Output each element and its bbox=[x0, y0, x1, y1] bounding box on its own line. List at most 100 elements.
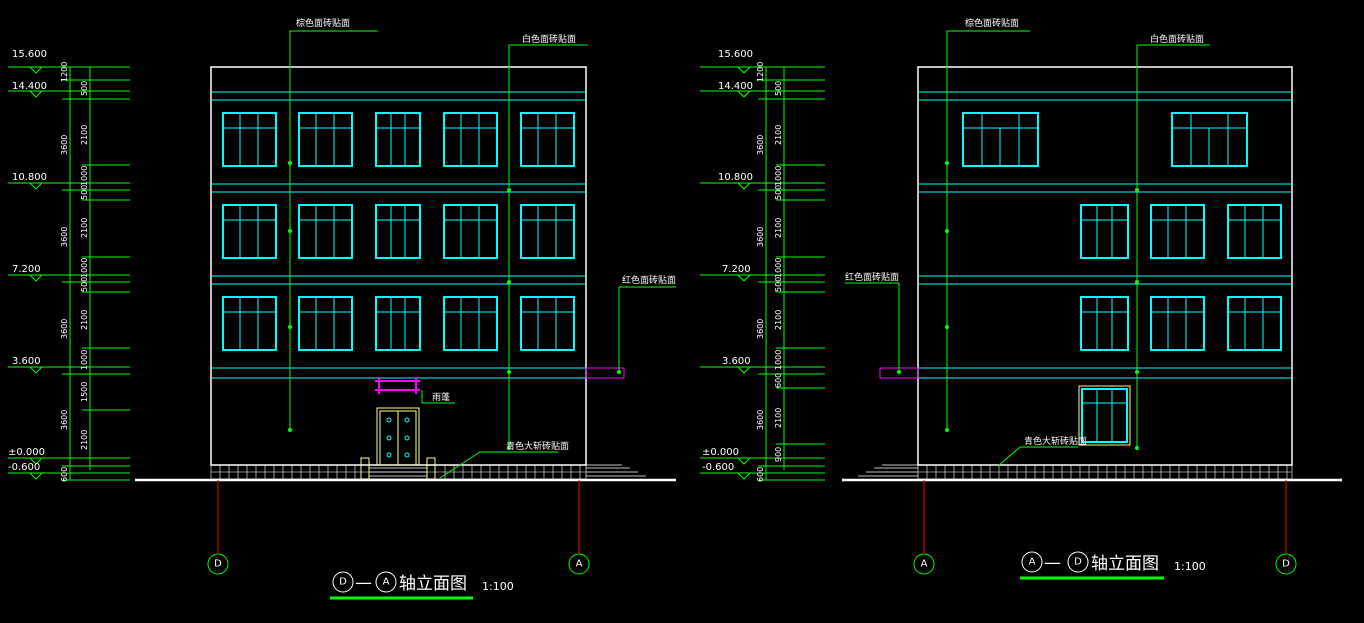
right-dimension-chain bbox=[758, 66, 825, 481]
dim-label: 1200 bbox=[60, 62, 69, 82]
axis-bubble-label: A bbox=[576, 559, 583, 570]
right-axis-bubbles bbox=[913, 553, 1297, 575]
left-drawing-title: D — A 轴立面图 1:100 bbox=[330, 571, 514, 600]
title-axis-label: A bbox=[383, 577, 390, 588]
title-dash: — bbox=[355, 573, 372, 593]
elevation-label: 15.600 bbox=[718, 49, 753, 60]
right-building-outline bbox=[917, 66, 1293, 466]
left-elevation: 15.600 14.400 10.800 7.200 3.600 ±0.000 … bbox=[8, 17, 676, 600]
dim-label: 500 bbox=[774, 81, 783, 96]
dim-label: 3600 bbox=[60, 227, 69, 247]
window bbox=[222, 204, 277, 259]
elevation-label: 3.600 bbox=[722, 356, 751, 367]
left-building-outline bbox=[210, 66, 587, 466]
window bbox=[1078, 385, 1131, 446]
axis-bubble-label: D bbox=[214, 559, 222, 570]
dim-label: 3600 bbox=[60, 135, 69, 155]
window bbox=[962, 112, 1039, 167]
right-drawing-title: A — D 轴立面图 1:100 bbox=[1020, 551, 1206, 580]
dim-label: 3600 bbox=[756, 410, 765, 430]
red-tile-band bbox=[585, 367, 625, 379]
dim-label: 1000 bbox=[80, 258, 89, 278]
dim-label: 2100 bbox=[774, 125, 783, 145]
window bbox=[1227, 296, 1282, 351]
window bbox=[375, 112, 421, 167]
dim-label: 1000 bbox=[80, 350, 89, 370]
window bbox=[520, 112, 575, 167]
dim-label: 3600 bbox=[756, 319, 765, 339]
right-dimension-labels: 1200 500 3600 2100 1000 500 3600 2100 10… bbox=[756, 62, 783, 482]
elevation-label: 7.200 bbox=[722, 264, 751, 275]
window bbox=[1150, 204, 1205, 259]
dim-label: 2100 bbox=[774, 310, 783, 330]
dim-label: 1200 bbox=[756, 62, 765, 82]
elevation-label: ±0.000 bbox=[8, 447, 45, 458]
right-axis-lines bbox=[923, 480, 1287, 553]
window bbox=[1080, 296, 1129, 351]
right-windows bbox=[962, 112, 1282, 446]
dim-label: 1000 bbox=[80, 166, 89, 186]
dim-label: 600 bbox=[60, 467, 69, 482]
right-elevation: 15.600 14.400 10.800 7.200 3.600 ±0.000 … bbox=[700, 17, 1342, 580]
drawing-scale: 1:100 bbox=[482, 580, 514, 593]
left-leaders bbox=[289, 30, 676, 479]
axis-bubble-label: D bbox=[1282, 559, 1290, 570]
granite-steps-note: 青色大斩砖贴面 bbox=[506, 440, 569, 452]
left-elevation-marks bbox=[8, 66, 130, 480]
window bbox=[443, 112, 498, 167]
dim-label: 3600 bbox=[756, 227, 765, 247]
left-dimension-labels: 1200 500 3600 2100 1000 500 3600 2100 10… bbox=[60, 62, 89, 482]
window bbox=[520, 204, 575, 259]
elevation-label: -0.600 bbox=[8, 462, 40, 473]
axis-bubble-label: A bbox=[921, 559, 928, 570]
dim-label: 2100 bbox=[80, 430, 89, 450]
left-dimension-chain bbox=[62, 66, 130, 481]
canopy-note: 雨蓬 bbox=[432, 391, 450, 403]
window bbox=[298, 204, 353, 259]
window bbox=[1227, 204, 1282, 259]
white-tile-note: 白色面砖贴面 bbox=[522, 33, 576, 45]
dim-label: 500 bbox=[80, 185, 89, 200]
left-axis-bubbles bbox=[207, 553, 590, 575]
window bbox=[1080, 204, 1129, 259]
title-text: 轴立面图 bbox=[1091, 554, 1159, 574]
dim-label: 2100 bbox=[774, 408, 783, 428]
dim-label: 3600 bbox=[60, 319, 69, 339]
left-windows bbox=[222, 112, 575, 351]
dim-label: 2100 bbox=[774, 218, 783, 238]
title-axis-label: D bbox=[1074, 557, 1082, 568]
title-axis-label: D bbox=[339, 577, 347, 588]
title-dash: — bbox=[1044, 553, 1061, 573]
brown-tile-note: 棕色面砖贴面 bbox=[965, 17, 1019, 29]
window bbox=[1171, 112, 1248, 167]
elevation-label: 14.400 bbox=[12, 81, 47, 92]
elevation-label: ±0.000 bbox=[702, 447, 739, 458]
elevation-label: 15.600 bbox=[12, 49, 47, 60]
elevation-label: 10.800 bbox=[718, 172, 753, 183]
window bbox=[443, 296, 498, 351]
dim-label: 500 bbox=[80, 277, 89, 292]
title-text: 轴立面图 bbox=[399, 574, 467, 594]
window bbox=[375, 204, 421, 259]
left-axis-lines bbox=[217, 480, 580, 553]
red-tile-note: 红色面砖贴面 bbox=[622, 274, 676, 286]
dim-label: 3600 bbox=[60, 410, 69, 430]
dim-label: 3600 bbox=[756, 135, 765, 155]
granite-steps-note: 青色大斩砖贴面 bbox=[1024, 435, 1087, 447]
left-leader-dots bbox=[288, 161, 621, 450]
red-tile-note: 红色面砖贴面 bbox=[845, 271, 899, 283]
canopy bbox=[375, 377, 420, 394]
title-axis-label: A bbox=[1029, 557, 1036, 568]
dim-label: 1000 bbox=[774, 350, 783, 370]
white-tile-note: 白色面砖贴面 bbox=[1150, 33, 1204, 45]
dim-label: 1000 bbox=[774, 258, 783, 278]
dim-label: 500 bbox=[80, 81, 89, 96]
window bbox=[520, 296, 575, 351]
dim-label: 2100 bbox=[80, 218, 89, 238]
dim-label: 1000 bbox=[774, 166, 783, 186]
dim-label: 500 bbox=[774, 277, 783, 292]
window bbox=[443, 204, 498, 259]
left-steps bbox=[369, 464, 646, 477]
window bbox=[222, 296, 277, 351]
